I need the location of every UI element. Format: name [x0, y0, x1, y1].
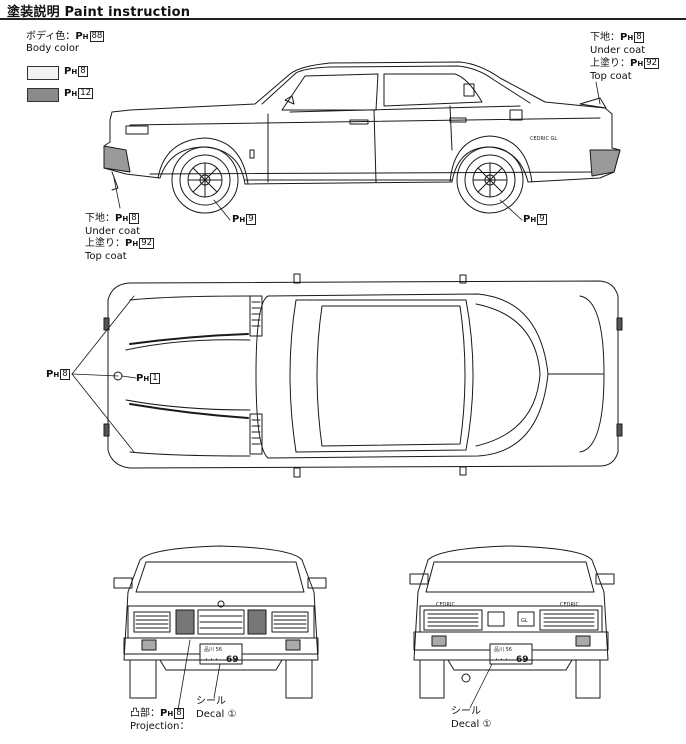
title-en: Paint instruction [64, 5, 191, 20]
front-plate-number: 69 [226, 655, 239, 665]
side-badge: CEDRIC GL [530, 136, 557, 142]
top-view-car [103, 273, 623, 478]
side-view-car [103, 61, 621, 214]
rear-badge-left: CEDRIC [436, 602, 455, 608]
front-plate-top: 品川 56 [204, 647, 222, 653]
rear-decal-label: Decal ① [451, 719, 492, 730]
front-view-car [113, 545, 327, 699]
title-rule [0, 18, 686, 20]
page-title: 塗装説明 Paint instruction [7, 1, 190, 20]
rear-decal-jp: シール [451, 706, 481, 717]
front-plate-dots: ・・・ [204, 657, 219, 663]
rear-plate-number: 69 [516, 655, 529, 665]
front-under-coat-label: Under coat [85, 226, 141, 237]
front-decal-jp: シール [196, 696, 226, 707]
title-jp: 塗装説明 [7, 5, 60, 20]
front-top-coat-label: Top coat [85, 251, 127, 262]
swatch-light [27, 66, 59, 80]
rear-plate-dots: ・・・ [494, 657, 509, 663]
projection-label: Projection： [130, 721, 190, 732]
rear-view-car [409, 545, 615, 699]
rear-plate-top: 品川 56 [494, 647, 512, 653]
rear-top-coat-label: Top coat [590, 71, 632, 82]
rear-badge-center: GL [521, 618, 528, 624]
body-color-label-en: Body color [26, 43, 80, 54]
swatch-dark [27, 88, 59, 102]
front-decal-label: Decal ① [196, 709, 237, 720]
rear-badge-right: CEDRIC [560, 602, 579, 608]
rear-under-coat-label: Under coat [590, 45, 646, 56]
